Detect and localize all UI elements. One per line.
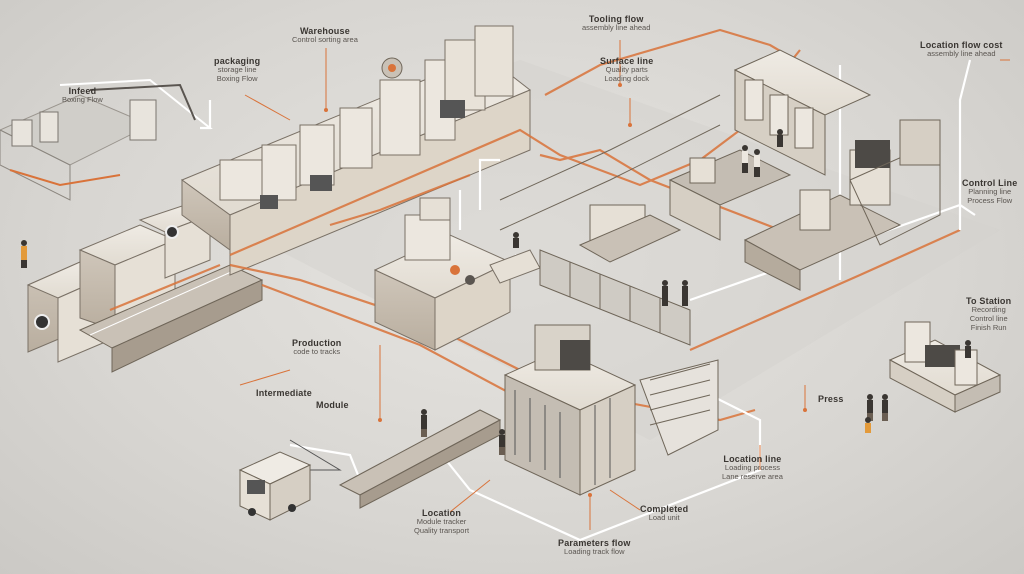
left-storage-units [26,204,264,373]
central-processing-unit [503,324,719,496]
label-press: Press [818,394,844,404]
right-inspection-unit [888,321,1002,413]
label-module: Module [316,400,349,410]
label-leader-lines [239,40,1010,530]
leader-markers [324,83,807,497]
fenced-walkway [499,94,721,346]
main-production-hall [180,25,531,276]
workers [21,129,971,455]
right-workcells [578,49,941,291]
transport-cart [238,451,312,521]
bottom-conveyor [289,409,502,509]
left-machine-room [0,78,213,201]
label-intermediate: Intermediate [256,388,312,398]
